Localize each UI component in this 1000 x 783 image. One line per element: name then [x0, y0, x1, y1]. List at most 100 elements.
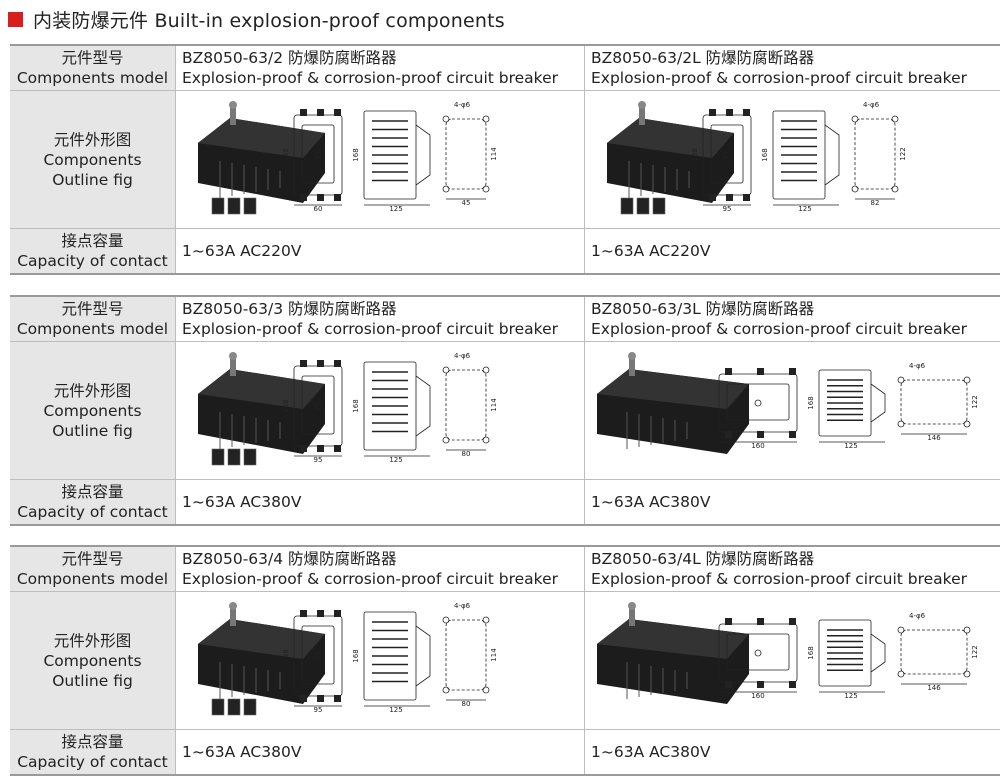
- dimension-label: 146: [927, 434, 941, 442]
- base-view-outline: [445, 369, 487, 441]
- mount-hole: [482, 436, 490, 444]
- base-view-outline: [445, 118, 487, 190]
- section-header: 内装防爆元件 Built-in explosion-proof componen…: [8, 6, 505, 32]
- mount-hole: [851, 115, 859, 123]
- dimension-label: 168: [807, 646, 815, 659]
- terminal-block: [317, 610, 324, 617]
- side-bracket: [415, 625, 431, 687]
- terminal-block: [789, 368, 796, 375]
- terminal-block: [317, 194, 324, 201]
- mount-holes-label: 4-φ6: [454, 101, 471, 109]
- terminal-block: [757, 681, 764, 688]
- side-bracket: [415, 375, 431, 437]
- indicator-circle: [314, 402, 322, 410]
- dimension-label: 95: [314, 456, 323, 464]
- dimension-label: 122: [971, 645, 979, 658]
- terminal-block: [334, 109, 341, 116]
- terminal: [243, 197, 257, 215]
- mount-holes-label: 4-φ6: [909, 612, 926, 620]
- breaker-top: [607, 118, 734, 158]
- terminal-block: [757, 618, 764, 625]
- side-view-outline: [363, 110, 417, 200]
- dimension-label: 80: [462, 700, 471, 708]
- mount-hole: [897, 420, 905, 428]
- side-bracket: [415, 124, 431, 186]
- side-view-outline: [363, 361, 417, 451]
- mount-hole: [897, 626, 905, 634]
- base-view-outline: [900, 629, 968, 675]
- model-name: BZ8050-63/2L 防爆防腐断路器: [591, 49, 815, 67]
- breaker-top: [597, 369, 749, 409]
- dimension-label: 125: [389, 456, 402, 464]
- terminal-block: [709, 194, 716, 201]
- side-view-outline: [818, 369, 872, 437]
- terminal-block: [300, 109, 307, 116]
- dimension-label: 80: [462, 450, 471, 458]
- mount-hole: [482, 366, 490, 374]
- terminal-block: [300, 194, 307, 201]
- toggle-knob: [628, 352, 636, 360]
- dimension-label: 95: [314, 706, 323, 714]
- base-view-outline: [854, 118, 896, 190]
- red-square-icon: [8, 11, 23, 27]
- terminal-block: [725, 368, 732, 375]
- mount-hole: [442, 686, 450, 694]
- toggle-handle: [629, 356, 635, 376]
- terminal-block: [743, 194, 750, 201]
- page-title: 内装防爆元件 Built-in explosion-proof componen…: [33, 9, 505, 32]
- mount-holes-label: 4-φ6: [454, 352, 471, 360]
- model-name: BZ8050-63/3 防爆防腐断路器: [182, 300, 397, 318]
- dimension-label: 168: [352, 649, 360, 662]
- dimension-label: 122: [971, 395, 979, 408]
- dimension-label: 114: [490, 648, 498, 662]
- indicator-circle: [754, 649, 762, 657]
- mount-hole: [963, 376, 971, 384]
- dimension-label: 138: [282, 399, 290, 412]
- terminal-block: [334, 695, 341, 702]
- mount-hole: [482, 686, 490, 694]
- model-desc: Explosion-proof & corrosion-proof circui…: [182, 320, 558, 338]
- dimension-label: 160: [751, 442, 764, 450]
- terminal: [636, 197, 650, 215]
- mount-hole: [963, 420, 971, 428]
- model-name: BZ8050-63/4L 防爆防腐断路器: [591, 550, 815, 568]
- mount-hole: [891, 115, 899, 123]
- terminal: [211, 698, 225, 716]
- dimension-label: 146: [927, 684, 941, 692]
- dimension-label: 138: [282, 148, 290, 161]
- terminal-block: [726, 194, 733, 201]
- terminal-block: [789, 431, 796, 438]
- front-view-inner: [726, 383, 790, 421]
- model-desc: Explosion-proof & corrosion-proof circui…: [591, 320, 967, 338]
- dimension-label: 125: [389, 205, 402, 213]
- model-desc: Explosion-proof & corrosion-proof circui…: [182, 69, 558, 87]
- terminal-block: [789, 618, 796, 625]
- toggle-knob: [229, 602, 237, 610]
- side-view-outline: [818, 619, 872, 687]
- dimension-label: 125: [844, 442, 857, 450]
- breaker-top: [198, 118, 325, 158]
- terminal-block: [317, 695, 324, 702]
- mount-holes-label: 4-φ6: [909, 362, 926, 370]
- front-view-inner: [726, 633, 790, 671]
- indicator-circle: [314, 652, 322, 660]
- mount-hole: [442, 366, 450, 374]
